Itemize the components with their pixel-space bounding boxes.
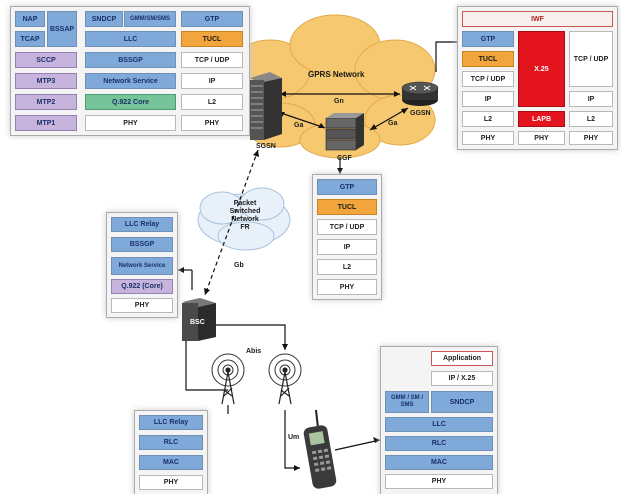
phy-layer-right: PHY <box>181 115 243 131</box>
ggsn-phy-right-layer: PHY <box>569 131 613 145</box>
bts-phy-layer: PHY <box>139 475 203 490</box>
cgf-tucl-layer: TUCL <box>317 199 377 215</box>
tcap-layer: TCAP <box>15 31 45 47</box>
cgf-server-icon <box>325 113 364 151</box>
sgsn-label: SGSN <box>256 143 276 150</box>
packet-switched-cloud <box>197 187 291 251</box>
abis-interface-label: Abis <box>246 348 262 355</box>
tcp-udp-layer: TCP / UDP <box>181 52 243 68</box>
ggsn-tcp-udp-right-layer: TCP / UDP <box>569 31 613 87</box>
ms-protocol-stack: Application IP / X.25 GMM / SM / SMS SND… <box>380 346 498 494</box>
ggsn-phy-layer: PHY <box>462 131 514 145</box>
iwf-layer: IWF <box>462 11 613 27</box>
ip-layer: IP <box>181 73 243 89</box>
lapb-layer: LAPB <box>518 111 565 127</box>
ggsn-protocol-stack: IWF GTP TUCL TCP / UDP IP L2 PHY X.25 LA… <box>457 6 618 150</box>
ggsn-phy-mid-layer: PHY <box>518 131 565 145</box>
gb-interface-label: Gb <box>234 262 244 269</box>
gn-interface-label: Gn <box>334 98 344 105</box>
ip-x25-layer: IP / X.25 <box>431 371 493 386</box>
sgsn-protocol-stack: NAP TCAP BSSAP SCCP MTP3 MTP2 MTP1 SNDCP… <box>10 6 250 136</box>
bsc-phy-layer: PHY <box>111 298 173 313</box>
network-service-layer: Network Service <box>85 73 176 89</box>
l2-layer: L2 <box>181 94 243 110</box>
um-interface-label: Um <box>288 434 300 441</box>
cgf-l2-layer: L2 <box>317 259 377 275</box>
ggsn-tcp-udp-layer: TCP / UDP <box>462 71 514 87</box>
ms-gmm-sm-sms-layer: GMM / SM / SMS <box>385 391 429 413</box>
bts-antenna-icon-right <box>278 367 292 405</box>
bssap-layer: BSSAP <box>47 11 77 47</box>
ga-left-interface-label: Ga <box>294 122 304 129</box>
cgf-tcp-udp-layer: TCP / UDP <box>317 219 377 235</box>
packet-switched-network-label: Packet Switched Network FR <box>229 200 261 231</box>
gprs-network-label: GPRS Network <box>308 70 365 79</box>
ms-llc-layer: LLC <box>385 417 493 432</box>
bts-mac-layer: MAC <box>139 455 203 470</box>
ggsn-ip-right-layer: IP <box>569 91 613 107</box>
bts-protocol-stack: LLC Relay RLC MAC PHY <box>134 410 208 494</box>
bsc-protocol-stack: LLC Relay BSSGP Network Service Q.922 (C… <box>106 212 178 318</box>
ggsn-router-icon <box>401 81 439 106</box>
sgsn-server-icon <box>250 72 282 140</box>
sndcp-layer: SNDCP <box>85 11 123 27</box>
phy-layer: PHY <box>85 115 176 131</box>
nap-layer: NAP <box>15 11 45 27</box>
bsc-bssgp-layer: BSSGP <box>111 237 173 252</box>
mtp1-layer: MTP1 <box>15 115 77 131</box>
sccp-layer: SCCP <box>15 52 77 68</box>
mtp2-layer: MTP2 <box>15 94 77 110</box>
cgf-gtp-layer: GTP <box>317 179 377 195</box>
bssgp-layer: BSSGP <box>85 52 176 68</box>
bsc-q922-core-layer: Q.922 (Core) <box>111 279 173 294</box>
cgf-phy-layer: PHY <box>317 279 377 295</box>
ggsn-gtp-layer: GTP <box>462 31 514 47</box>
q922-core-layer: Q.922 Core <box>85 94 176 110</box>
bsc-network-service-layer: Network Service <box>111 257 173 275</box>
bsc-llc-relay-layer: LLC Relay <box>111 217 173 232</box>
ms-mac-layer: MAC <box>385 455 493 470</box>
cgf-protocol-stack: GTP TUCL TCP / UDP IP L2 PHY <box>312 174 382 300</box>
gprs-network-cloud <box>229 14 436 159</box>
ggsn-ip-layer: IP <box>462 91 514 107</box>
ms-sndcp-layer: SNDCP <box>431 391 493 413</box>
gmm-sm-sms-layer: GMM/SM/SMS <box>124 11 176 27</box>
ggsn-l2-layer: L2 <box>462 111 514 127</box>
bsc-cabinet-icon <box>182 298 216 341</box>
gtp-layer: GTP <box>181 11 243 27</box>
ggsn-l2-right-layer: L2 <box>569 111 613 127</box>
cgf-label: CGF <box>337 155 352 162</box>
mtp3-layer: MTP3 <box>15 73 77 89</box>
bts-rlc-layer: RLC <box>139 435 203 450</box>
mobile-phone-icon <box>303 409 337 489</box>
bts-antenna-icon-left <box>221 367 235 405</box>
ms-rlc-layer: RLC <box>385 436 493 451</box>
llc-layer: LLC <box>85 31 176 47</box>
application-layer: Application <box>431 351 493 366</box>
tucl-layer: TUCL <box>181 31 243 47</box>
ga-right-interface-label: Ga <box>388 120 398 127</box>
bts-llc-relay-layer: LLC Relay <box>139 415 203 430</box>
x25-layer: X.25 <box>518 31 565 107</box>
cgf-ip-layer: IP <box>317 239 377 255</box>
ms-phy-layer: PHY <box>385 474 493 489</box>
ggsn-label: GGSN <box>410 110 431 117</box>
bsc-label: BSC <box>190 319 205 326</box>
ggsn-tucl-layer: TUCL <box>462 51 514 67</box>
